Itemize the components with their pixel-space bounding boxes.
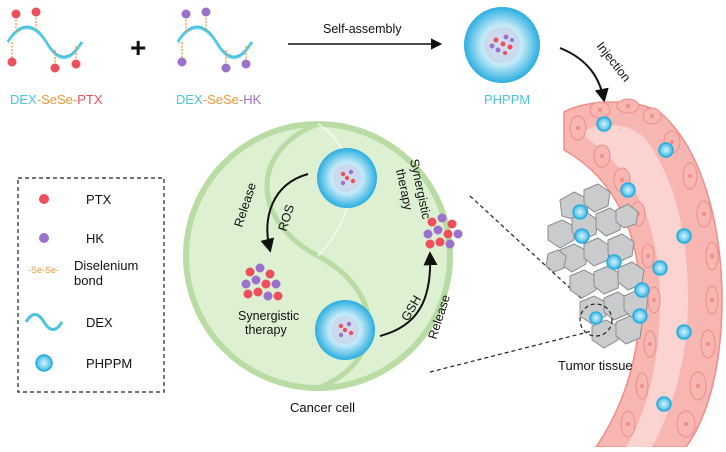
legend-phppm-label: PHPPM bbox=[86, 356, 132, 371]
legend-diselenium-label: Diselenium bbox=[74, 258, 138, 273]
release-gsh-arrow bbox=[379, 251, 438, 337]
injection-label: Injection bbox=[594, 39, 634, 84]
label-dex-sese-hk: DEX-SeSe-HK bbox=[176, 92, 262, 107]
legend-dex-label: DEX bbox=[86, 315, 113, 330]
label-dex-sese-ptx: DEX-SeSe-PTX bbox=[10, 92, 103, 107]
dex-wave-icon bbox=[24, 313, 64, 331]
tumor-tissue-label: Tumor tissue bbox=[558, 358, 633, 373]
phppm-particles-in-vessel bbox=[572, 116, 692, 412]
ptx-dot-icon bbox=[39, 194, 49, 204]
phppm-particle-icon bbox=[35, 354, 53, 372]
legend-box bbox=[17, 177, 165, 393]
released-drugs-right bbox=[423, 213, 463, 249]
legend-hk-label: HK bbox=[86, 231, 104, 246]
self-assembly-label: Self-assembly bbox=[323, 22, 402, 36]
tumor-tissue bbox=[545, 183, 649, 349]
legend-ptx-label: PTX bbox=[86, 192, 112, 207]
phppm-in-cell-top bbox=[317, 148, 377, 208]
synergistic-left-1: Synergistic bbox=[238, 309, 299, 323]
phppm-in-cell-bottom bbox=[315, 300, 375, 360]
legend-bond-label: bond bbox=[74, 273, 103, 288]
injection-arrow bbox=[559, 47, 609, 103]
phppm-label: PHPPM bbox=[484, 92, 530, 107]
released-drugs-left bbox=[241, 263, 283, 301]
release-ros-arrow bbox=[260, 173, 309, 253]
zoom-circle bbox=[579, 303, 613, 337]
plus-sign: + bbox=[130, 32, 146, 63]
synergistic-left-2: therapy bbox=[245, 323, 287, 337]
legend: PTX HK -Se-Se- Diselenium bond DEX PHPPM bbox=[24, 192, 138, 372]
cancer-cell-label: Cancer cell bbox=[290, 400, 355, 415]
phppm-nanoparticle bbox=[464, 7, 540, 83]
dex-wave-icon bbox=[6, 25, 84, 59]
hk-dot-icon bbox=[39, 233, 49, 243]
dex-sese-hk-conjugate bbox=[176, 7, 254, 73]
diselenium-bond-icon: -Se-Se- bbox=[28, 265, 59, 275]
zoom-connector-bottom bbox=[429, 329, 597, 373]
dex-sese-ptx-conjugate bbox=[6, 7, 84, 73]
